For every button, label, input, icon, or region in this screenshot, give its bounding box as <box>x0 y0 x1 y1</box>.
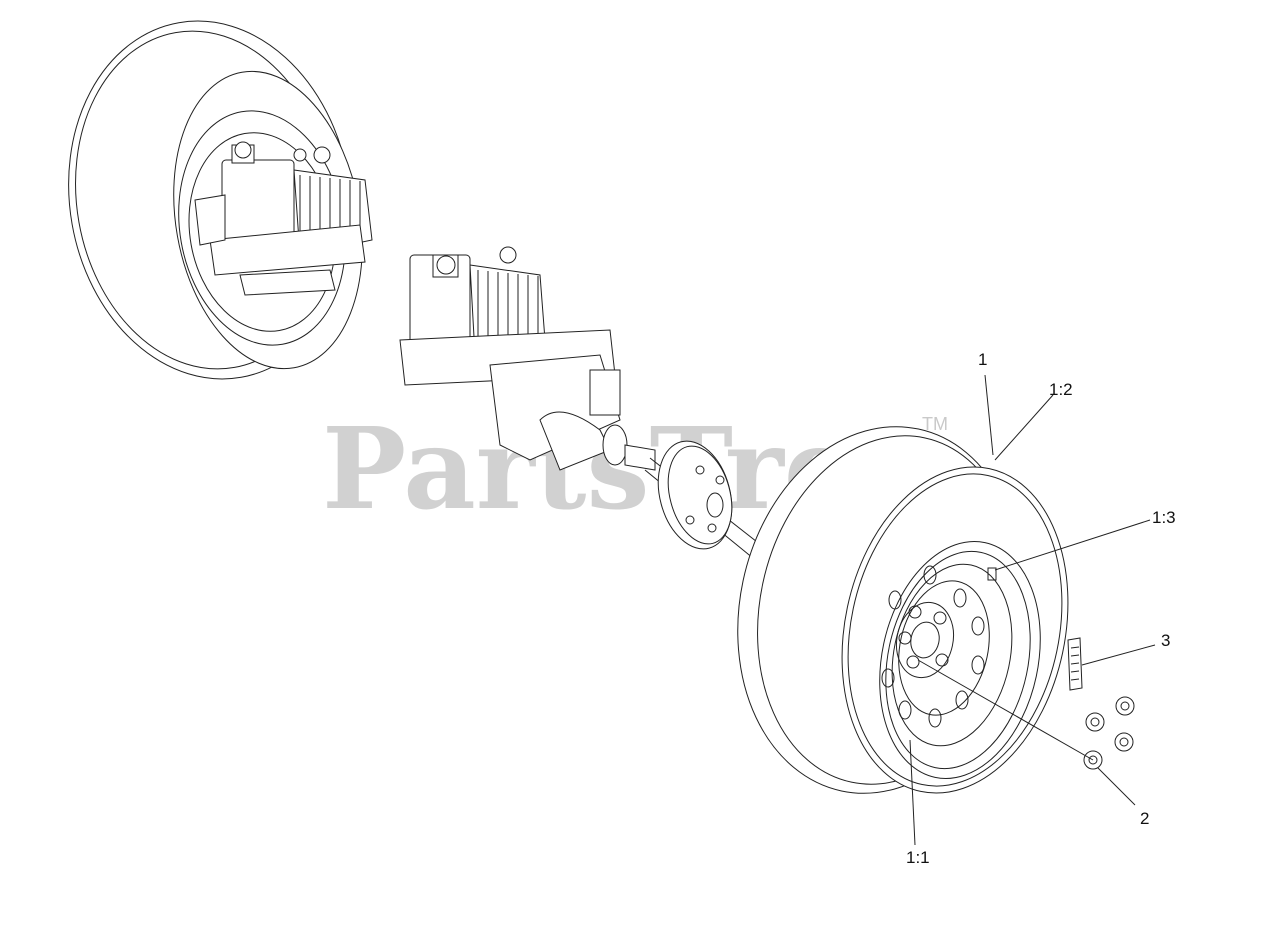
leader-lines <box>909 374 1156 846</box>
leader-1 <box>984 374 994 456</box>
leader-2b <box>917 659 1094 761</box>
callout-3: 3 <box>1161 631 1171 650</box>
axle-hub <box>644 440 781 573</box>
leader-1-3 <box>994 519 1151 571</box>
callout-2: 2 <box>1140 809 1150 828</box>
leader-1-1 <box>909 739 916 846</box>
leader-2 <box>1097 767 1136 806</box>
left-transaxle <box>194 141 373 296</box>
decal-part <box>1067 637 1083 691</box>
leader-3 <box>1081 644 1156 666</box>
watermark-trademark: TM <box>922 414 948 434</box>
callout-1-2: 1:2 <box>1049 380 1073 399</box>
center-transaxle <box>399 246 656 471</box>
callout-1-3: 1:3 <box>1152 508 1176 527</box>
callout-1-1: 1:1 <box>906 848 930 867</box>
lug-nuts <box>1083 696 1135 770</box>
callout-1: 1 <box>978 350 988 369</box>
leader-1-2 <box>994 394 1054 461</box>
right-wheel-rim <box>879 541 1041 779</box>
